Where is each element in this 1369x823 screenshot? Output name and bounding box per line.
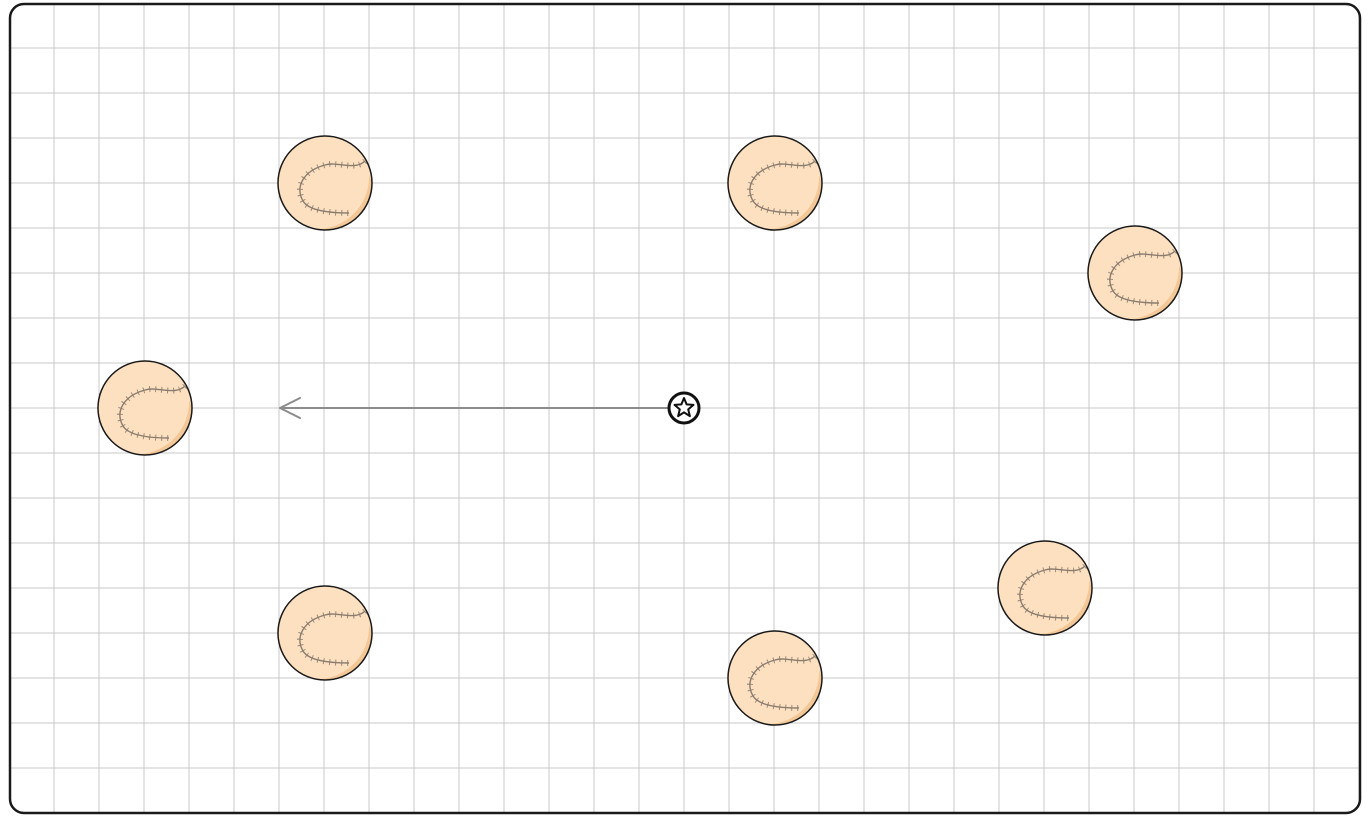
baseball-icon[interactable] xyxy=(728,136,822,230)
star-in-circle-icon[interactable] xyxy=(669,393,699,423)
baseball-icon[interactable] xyxy=(278,586,372,680)
baseball-icon[interactable] xyxy=(278,136,372,230)
baseball-icon[interactable] xyxy=(728,631,822,725)
baseball-icon[interactable] xyxy=(998,541,1092,635)
baseball-icon[interactable] xyxy=(98,361,192,455)
baseball-icon[interactable] xyxy=(1088,226,1182,320)
